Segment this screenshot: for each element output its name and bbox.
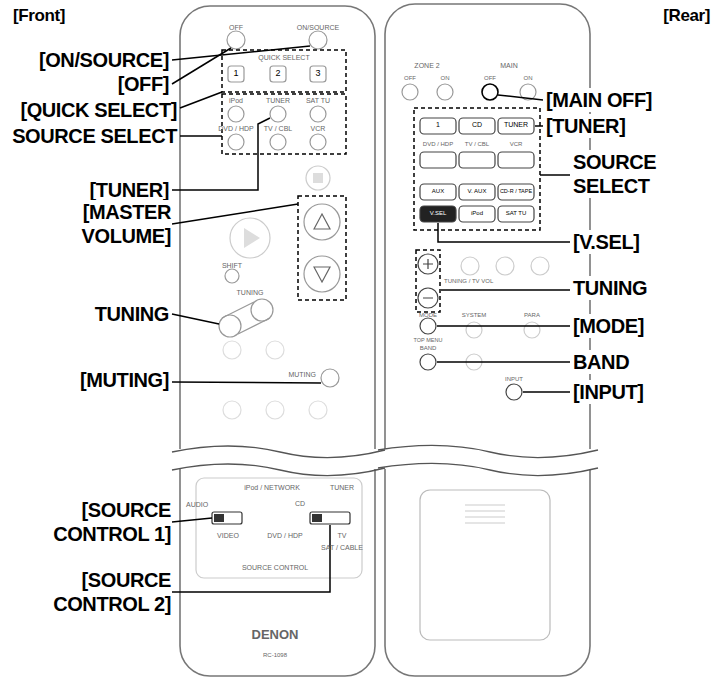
callout-label: [V.SEL] <box>572 230 640 254</box>
button-label: SOURCE CONTROL <box>242 564 308 572</box>
button-label: MUTING <box>288 371 316 379</box>
button-label: ON <box>441 75 450 82</box>
button-label: AUX <box>432 188 444 195</box>
button-label: RC-1098 <box>263 652 287 659</box>
button-label: INPUT <box>505 376 523 383</box>
button-label: BAND <box>420 345 437 352</box>
button-label: TUNER <box>330 484 354 492</box>
front-body <box>180 6 375 676</box>
button-label: SAT TU <box>506 210 527 217</box>
button-label: AUDIO <box>186 501 208 509</box>
button-label: ZONE 2 <box>414 62 439 70</box>
button-label: CD <box>472 121 482 129</box>
button-label: MAIN <box>500 62 518 70</box>
button-label: iPod <box>229 97 243 105</box>
callout-label: TUNING <box>572 276 648 300</box>
button-label: 1 <box>233 68 238 78</box>
button-label: ON <box>524 75 533 82</box>
callout-label: [MODE] <box>572 314 645 338</box>
button-label: 1 <box>436 121 440 129</box>
button-label: 2 <box>275 68 280 78</box>
button-shape <box>459 118 495 134</box>
button-label: TV / CBL <box>264 125 292 133</box>
button-label: ON/SOURCE <box>297 24 339 32</box>
button-shape <box>459 152 495 168</box>
button-label: PARA <box>524 312 540 319</box>
button-shape <box>420 206 456 222</box>
button-shape <box>420 118 456 134</box>
button-label: MODE <box>419 312 437 319</box>
button-label: OFF <box>404 75 416 82</box>
button-label: SHIFT <box>222 262 242 270</box>
callout-label: [SOURCE CONTROL 1] <box>28 498 172 546</box>
callout-label: [INPUT] <box>572 380 645 404</box>
callout-label: [TUNER] <box>545 114 626 138</box>
button-label: VCR <box>510 141 523 148</box>
button-label: DVD / HDP <box>267 532 302 540</box>
button-shape <box>420 152 456 168</box>
button-label: TUNER <box>504 121 528 129</box>
button-label: V. AUX <box>468 188 487 195</box>
callout-label: [SOURCE CONTROL 2] <box>28 568 172 616</box>
callout-label: TUNING <box>94 302 170 326</box>
button-label: V.SEL <box>430 210 446 217</box>
button-label: TUNING / TV VOL <box>444 278 493 285</box>
view-title: [Front] <box>12 6 66 26</box>
button-label: iPod / NETWORK <box>244 484 300 492</box>
button-label: CD-R / TAPE <box>500 188 532 194</box>
callout-label: SOURCE SELECT <box>572 150 699 198</box>
button-label: TOP MENU <box>414 337 443 343</box>
button-shape <box>498 118 534 134</box>
button-label: DVD / HDP <box>423 141 453 148</box>
callout-label: BAND <box>572 350 630 374</box>
button-shape <box>498 152 534 168</box>
button-label: VIDEO <box>217 532 239 540</box>
button-shape <box>459 206 495 222</box>
button-shape <box>498 206 534 222</box>
button-label: DENON <box>252 628 299 643</box>
callout-label: SOURCE SELECT <box>11 124 178 148</box>
callout-label: [OFF] <box>117 72 170 96</box>
button-shape <box>420 184 456 200</box>
callout-label: [QUICK SELECT] <box>19 98 178 122</box>
callout-label: [MUTING] <box>79 368 170 392</box>
button-label: TUNER <box>266 97 290 105</box>
callout-label: [TUNER] <box>89 178 170 202</box>
button-label: iPod <box>471 210 483 217</box>
button-label: VCR <box>311 125 326 133</box>
callout-label: [MAIN OFF] <box>545 88 653 112</box>
button-label: SYSTEM <box>462 312 487 319</box>
button-label: OFF <box>484 75 496 82</box>
button-shape <box>459 184 495 200</box>
button-label: QUICK SELECT <box>258 54 309 62</box>
button-label: DVD / HDP <box>218 125 253 133</box>
button-shape <box>498 184 534 200</box>
button-label: SAT / CABLE <box>321 544 363 552</box>
button-label: TUNING <box>237 289 264 297</box>
button-label: OFF <box>229 24 243 32</box>
button-label: CD <box>295 500 305 508</box>
button-label: TV / CBL <box>465 141 489 148</box>
button-label: 3 <box>315 68 320 78</box>
callout-label: [MASTER VOLUME] <box>58 200 172 248</box>
view-title: [Rear] <box>662 6 711 26</box>
callout-label: [ON/SOURCE] <box>38 48 170 72</box>
button-label: TV <box>338 532 347 540</box>
button-label: SAT TU <box>306 97 330 105</box>
